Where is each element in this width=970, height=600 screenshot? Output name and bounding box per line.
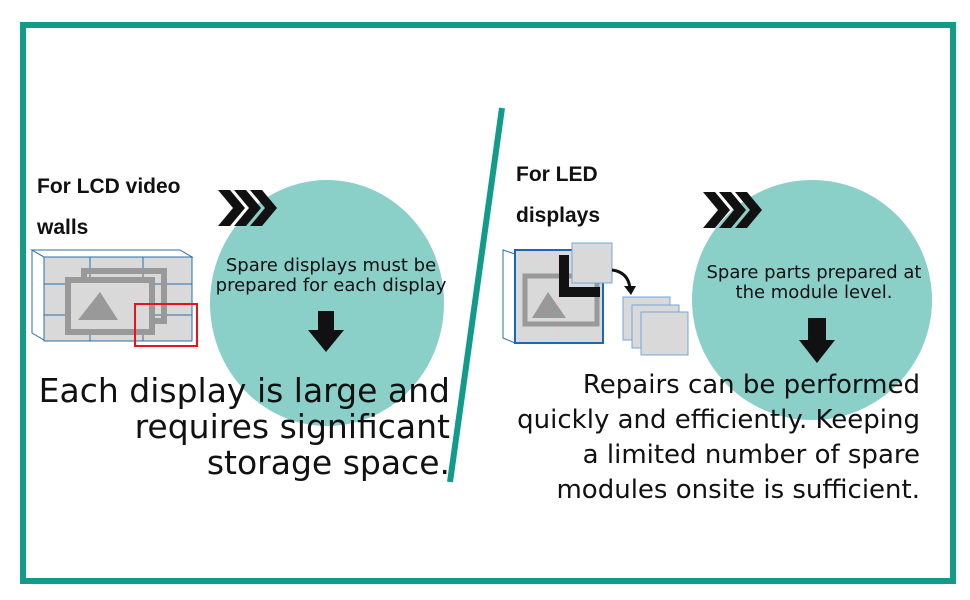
- lcd-result-line: Each display is large and: [38, 371, 450, 410]
- diagram-frame: [20, 22, 956, 584]
- arrow-down-icon: [799, 318, 835, 363]
- led-circle-line: Spare parts prepared at: [706, 262, 922, 283]
- led-display-icon: [502, 242, 689, 356]
- led-result-line: modules onsite is sufficient.: [556, 475, 920, 505]
- chevron-right-icon: [218, 190, 277, 226]
- led-result-text: Repairs can be performed quickly and eff…: [500, 368, 920, 508]
- lcd-heading-line: walls: [37, 216, 89, 239]
- lcd-heading-line: For LCD video: [37, 175, 181, 198]
- chevron-right-icon: [703, 192, 762, 228]
- lcd-video-wall-icon: [30, 249, 198, 347]
- lcd-circle-line: Spare displays must be: [225, 255, 437, 276]
- lcd-heading: For LCD video walls: [37, 166, 181, 248]
- led-result-line: Repairs can be performed: [582, 370, 920, 400]
- led-circle-line: the module level.: [735, 282, 893, 303]
- led-result-line: quickly and efficiently. Keeping: [517, 405, 920, 435]
- divider-line: [447, 107, 505, 483]
- lcd-circle-text: Spare displays must be prepared for each…: [212, 256, 450, 296]
- lcd-circle-line: prepared for each display: [215, 275, 447, 296]
- led-heading-line: displays: [516, 204, 601, 227]
- led-result-line: a limited number of spare: [582, 440, 920, 470]
- lcd-result-line: storage space.: [206, 443, 450, 482]
- led-heading: For LED displays: [516, 154, 600, 236]
- lcd-result-text: Each display is large and requires signi…: [10, 373, 450, 481]
- led-heading-line: For LED: [516, 163, 598, 186]
- led-circle-text: Spare parts prepared at the module level…: [696, 263, 932, 303]
- lcd-result-line: requires significant: [134, 407, 450, 446]
- arrow-down-icon: [308, 311, 344, 352]
